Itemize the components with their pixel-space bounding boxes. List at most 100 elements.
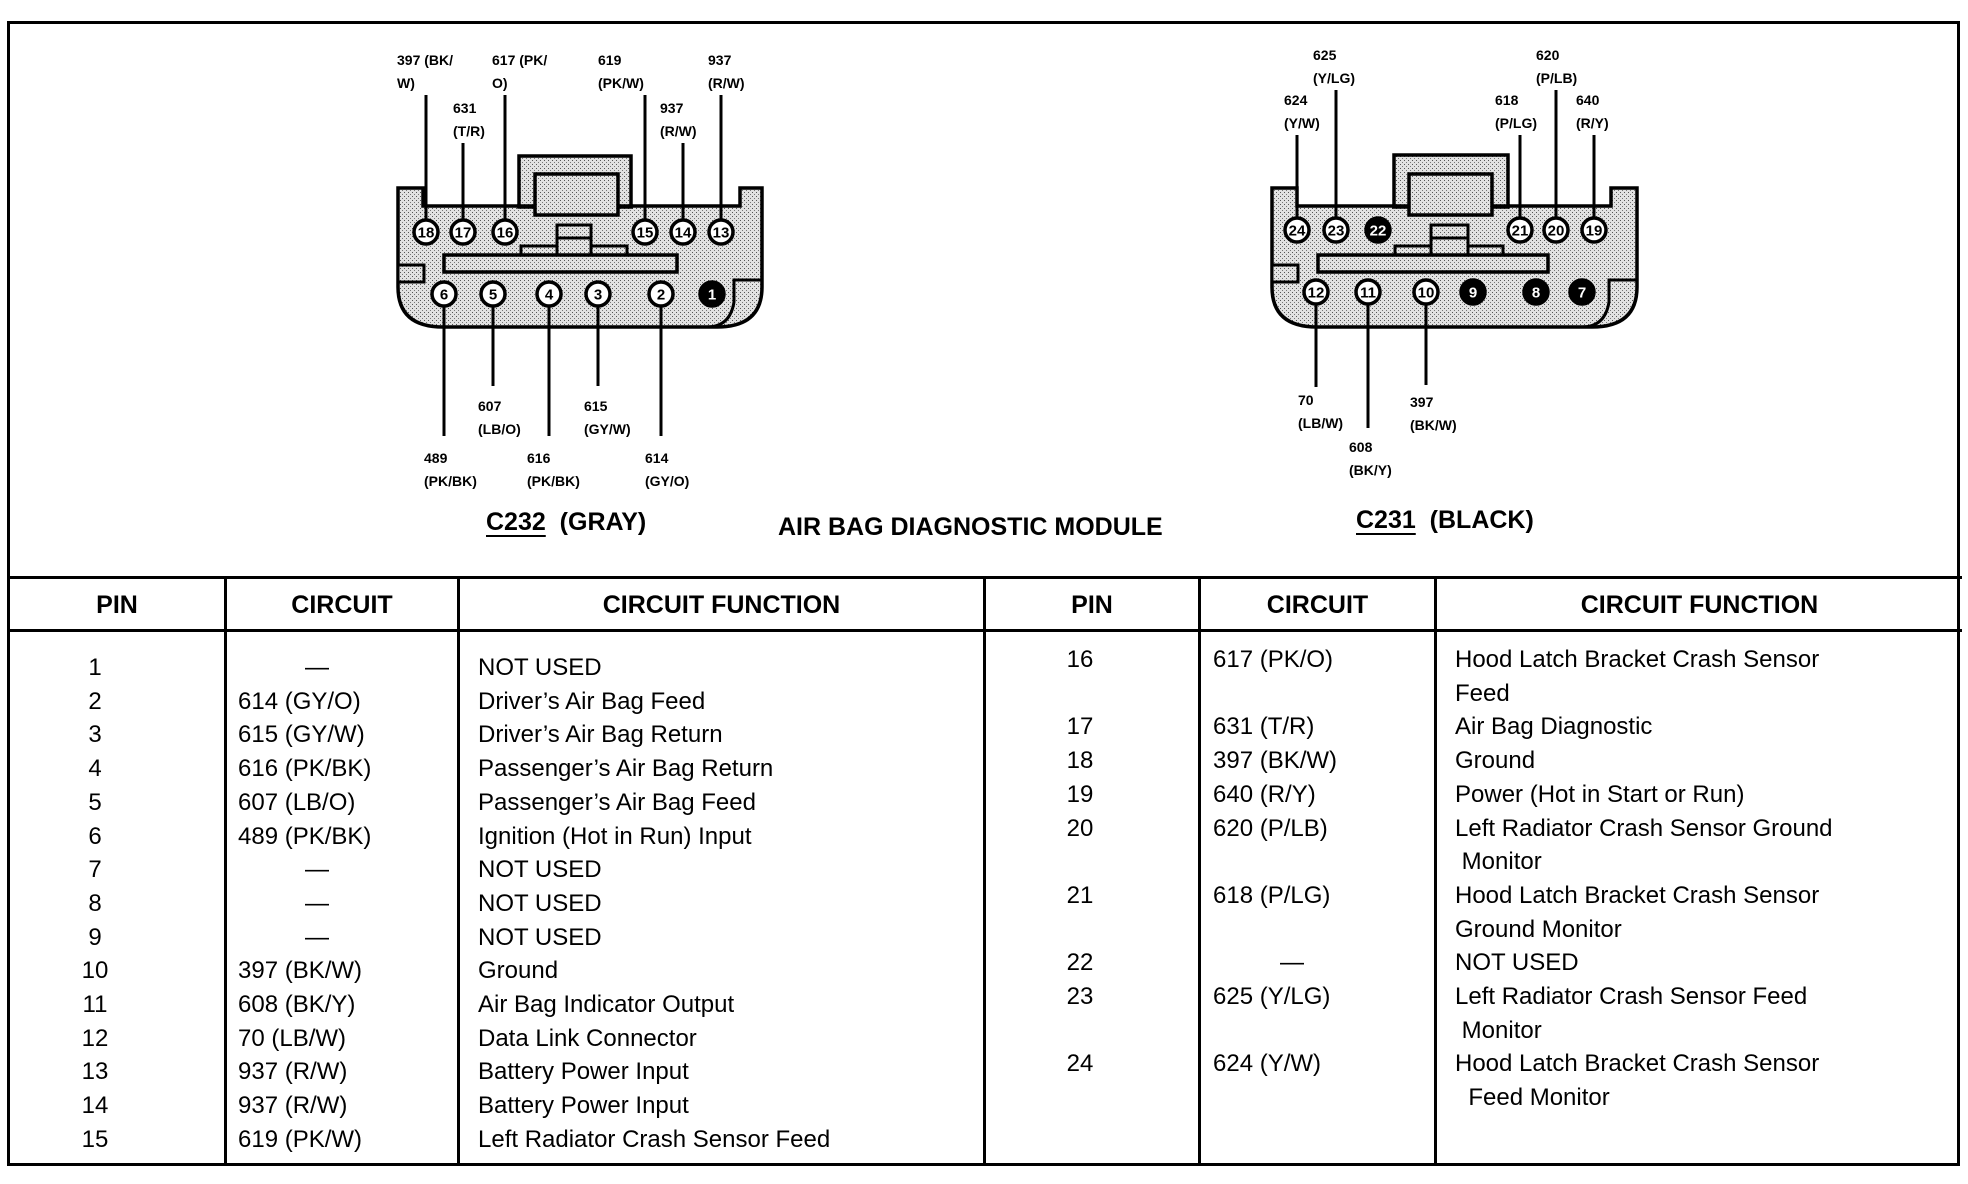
wire-label-circuit: 618 (1495, 92, 1519, 108)
pin-3 (584, 280, 612, 308)
pin-8 (1522, 278, 1550, 306)
wire-label-color: (BK/Y) (1349, 462, 1392, 478)
wire-label-circuit: 607 (478, 398, 502, 414)
pin-number: 9 (1469, 285, 1477, 302)
pin-15 (631, 218, 659, 246)
side-tab (396, 263, 426, 284)
wire-label-circuit: 615 (584, 398, 608, 414)
wire-label-color: (BK/W) (1410, 417, 1457, 433)
pin-7 (1568, 278, 1596, 306)
wire-label-circuit: 70 (1298, 392, 1314, 408)
pin-12 (1302, 278, 1330, 306)
wire-label-color: (LB/O) (478, 421, 521, 437)
pin-number: 1 (708, 287, 716, 304)
pin-number: 24 (1289, 223, 1306, 240)
pin-4 (535, 280, 563, 308)
pin-22 (1364, 216, 1392, 244)
side-relief (706, 278, 762, 329)
pin-number: 13 (713, 225, 730, 242)
pin-number: 15 (637, 225, 654, 242)
wire-label-circuit: 489 (424, 450, 448, 466)
pin-number: 5 (489, 287, 497, 304)
wire-label-color: (PK/W) (598, 75, 644, 91)
pin-19 (1580, 216, 1608, 244)
pin-number: 11 (1360, 285, 1376, 302)
wire-label-color: (P/LB) (1536, 70, 1577, 86)
pin-number: 17 (455, 225, 472, 242)
pin-9 (1459, 278, 1487, 306)
latch-window (533, 172, 620, 217)
wire-label-circuit: 614 (645, 450, 669, 466)
pin-16 (491, 218, 519, 246)
connector-c231-id: C231 (1356, 506, 1416, 534)
wire-label-circuit: 617 (PK/ (492, 52, 547, 68)
pin-number: 3 (594, 287, 602, 304)
pin-13 (707, 218, 735, 246)
pin-number: 6 (440, 287, 448, 304)
pin-number: 21 (1512, 223, 1529, 240)
key-tab (555, 223, 593, 257)
connector-c232-color: (GRAY) (559, 508, 647, 536)
pin-number: 14 (675, 225, 692, 242)
wire-label-color: (Y/W) (1284, 115, 1320, 131)
pin-6 (430, 280, 458, 308)
wire-label-circuit: 620 (1536, 47, 1560, 63)
wire-label-circuit: 619 (598, 52, 622, 68)
pin-number: 19 (1586, 223, 1603, 240)
pin-21 (1506, 216, 1534, 244)
wire-label-color: (PK/BK) (527, 473, 580, 489)
wire-label-circuit: 937 (660, 100, 684, 116)
wire-label-color: (GY/W) (584, 421, 631, 437)
pin-number: 2 (657, 287, 665, 304)
wire-label-color: (LB/W) (1298, 415, 1343, 431)
pin-number: 20 (1548, 223, 1565, 240)
wire-label-color: W) (397, 75, 415, 91)
pin-24 (1283, 216, 1311, 244)
pin-5 (479, 280, 507, 308)
wire-label-color: (T/R) (453, 123, 485, 139)
wire-label-circuit: 640 (1576, 92, 1600, 108)
pin-20 (1542, 216, 1570, 244)
wire-label-circuit: 624 (1284, 92, 1308, 108)
wire-label-circuit: 608 (1349, 439, 1373, 455)
wire-label-circuit: 625 (1313, 47, 1337, 63)
pin-23 (1322, 216, 1350, 244)
wire-label-color: (R/W) (660, 123, 697, 139)
pin-17 (449, 218, 477, 246)
wire-label-color: (R/W) (708, 75, 745, 91)
wire-label-color: (GY/O) (645, 473, 689, 489)
pin-number: 12 (1308, 285, 1325, 302)
connector-c231-title: C231 (BLACK) (1356, 506, 1534, 535)
wire-label-circuit: 397 (BK/ (397, 52, 453, 68)
pin-number: 4 (545, 287, 554, 304)
pin-number: 10 (1418, 285, 1435, 302)
pin-number: 16 (497, 225, 514, 242)
wire-label-circuit: 397 (1410, 394, 1434, 410)
connector-c232-title: C232 (GRAY) (486, 508, 646, 537)
wire-label-circuit: 616 (527, 450, 551, 466)
key-tab (1429, 223, 1470, 257)
pin-18 (412, 218, 440, 246)
pin-number: 18 (418, 225, 435, 242)
pin-1 (698, 280, 726, 308)
connector-slot (442, 253, 679, 274)
wire-label-color: O) (492, 75, 508, 91)
connector-c232-id: C232 (486, 508, 546, 536)
wire-label-color: (Y/LG) (1313, 70, 1355, 86)
pin-10 (1412, 278, 1440, 306)
latch-window (1407, 172, 1494, 217)
wire-label-color: (PK/BK) (424, 473, 477, 489)
pin-11 (1354, 278, 1382, 306)
pin-number: 8 (1532, 285, 1540, 302)
wire-label-color: (R/Y) (1576, 115, 1609, 131)
side-relief (1581, 278, 1637, 329)
wire-label-circuit: 631 (453, 100, 477, 116)
pin-2 (647, 280, 675, 308)
pin-14 (669, 218, 697, 246)
wire-label-circuit: 937 (708, 52, 732, 68)
pin-number: 23 (1328, 223, 1345, 240)
wire-label-color: (P/LG) (1495, 115, 1537, 131)
side-tab (1270, 263, 1300, 284)
